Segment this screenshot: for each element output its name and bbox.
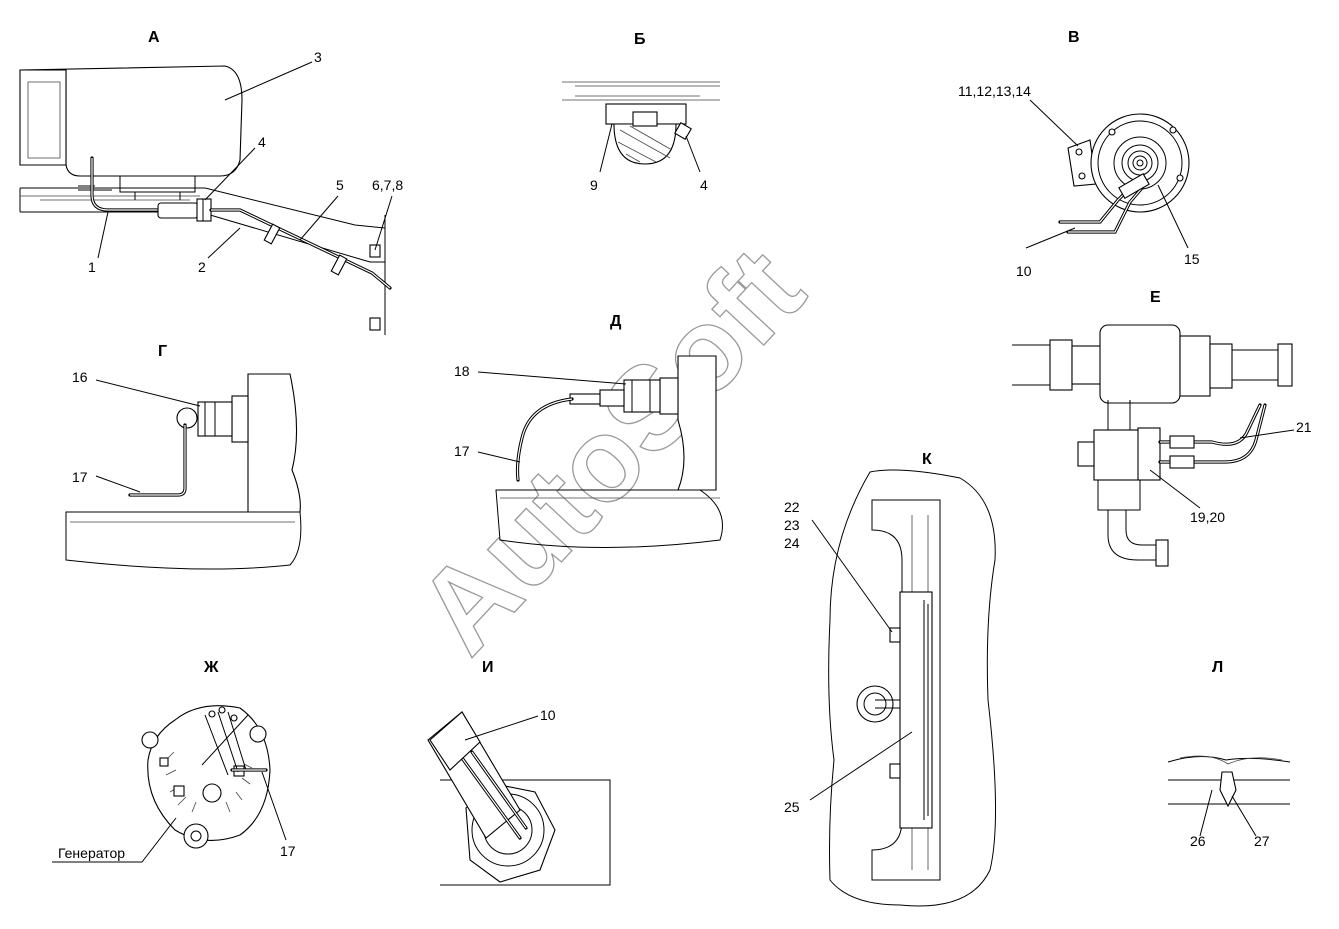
view-e: [1012, 324, 1295, 567]
view-d: [477, 355, 723, 548]
callout-22: 22: [784, 499, 800, 515]
callout-10b: 10: [540, 707, 556, 723]
callout-9: 9: [590, 177, 598, 193]
view-a: [19, 61, 393, 335]
view-l: [1167, 755, 1291, 837]
view-k: [809, 469, 997, 907]
callout-10a: 10: [1016, 263, 1032, 279]
callout-26: 26: [1190, 833, 1206, 849]
callout-678: 6,7,8: [372, 177, 403, 193]
callout-17b: 17: [454, 443, 470, 459]
callout-24: 24: [784, 535, 800, 551]
view-label-i: И: [482, 659, 494, 676]
view-i: [427, 711, 611, 886]
callout-25: 25: [784, 799, 800, 815]
callout-1: 1: [88, 259, 96, 275]
harness-5: [209, 208, 392, 290]
callout-4b: 4: [700, 177, 708, 193]
view-label-zh: Ж: [203, 659, 219, 676]
callout-16: 16: [72, 369, 88, 385]
callout-11-14: 11,12,13,14: [958, 83, 1031, 99]
view-g: [65, 373, 302, 570]
lamp-bar-25: [899, 591, 933, 829]
view-label-v: В: [1068, 29, 1080, 46]
callout-4a: 4: [258, 134, 266, 150]
view-label-k: К: [922, 451, 932, 468]
horn-rim: [1090, 113, 1190, 213]
callout-3: 3: [314, 49, 322, 65]
callout-5: 5: [336, 177, 344, 193]
view-label-g: Г: [158, 343, 167, 360]
connector-4: [157, 202, 199, 219]
view-k-outline: [828, 469, 997, 907]
callout-17a: 17: [72, 469, 88, 485]
view-label-b: Б: [634, 31, 646, 48]
view-label-e: Е: [1150, 289, 1161, 306]
view-v: [1025, 99, 1190, 249]
callout-19-20: 19,20: [1190, 509, 1225, 525]
headlamp-body: [19, 65, 243, 177]
view-label-a: А: [148, 29, 160, 46]
callout-27: 27: [1254, 833, 1270, 849]
generator-body: [147, 705, 271, 841]
callout-21: 21: [1296, 419, 1312, 435]
generator-label: Генератор: [58, 845, 125, 861]
callout-15: 15: [1184, 251, 1200, 267]
view-label-d: Д: [610, 313, 622, 330]
callout-17c: 17: [280, 843, 296, 859]
view-zh: [52, 705, 287, 863]
view-label-l: Л: [1212, 659, 1223, 676]
callout-23: 23: [784, 517, 800, 533]
view-b: [562, 81, 720, 173]
callout-2: 2: [198, 259, 206, 275]
callout-18: 18: [454, 363, 470, 379]
